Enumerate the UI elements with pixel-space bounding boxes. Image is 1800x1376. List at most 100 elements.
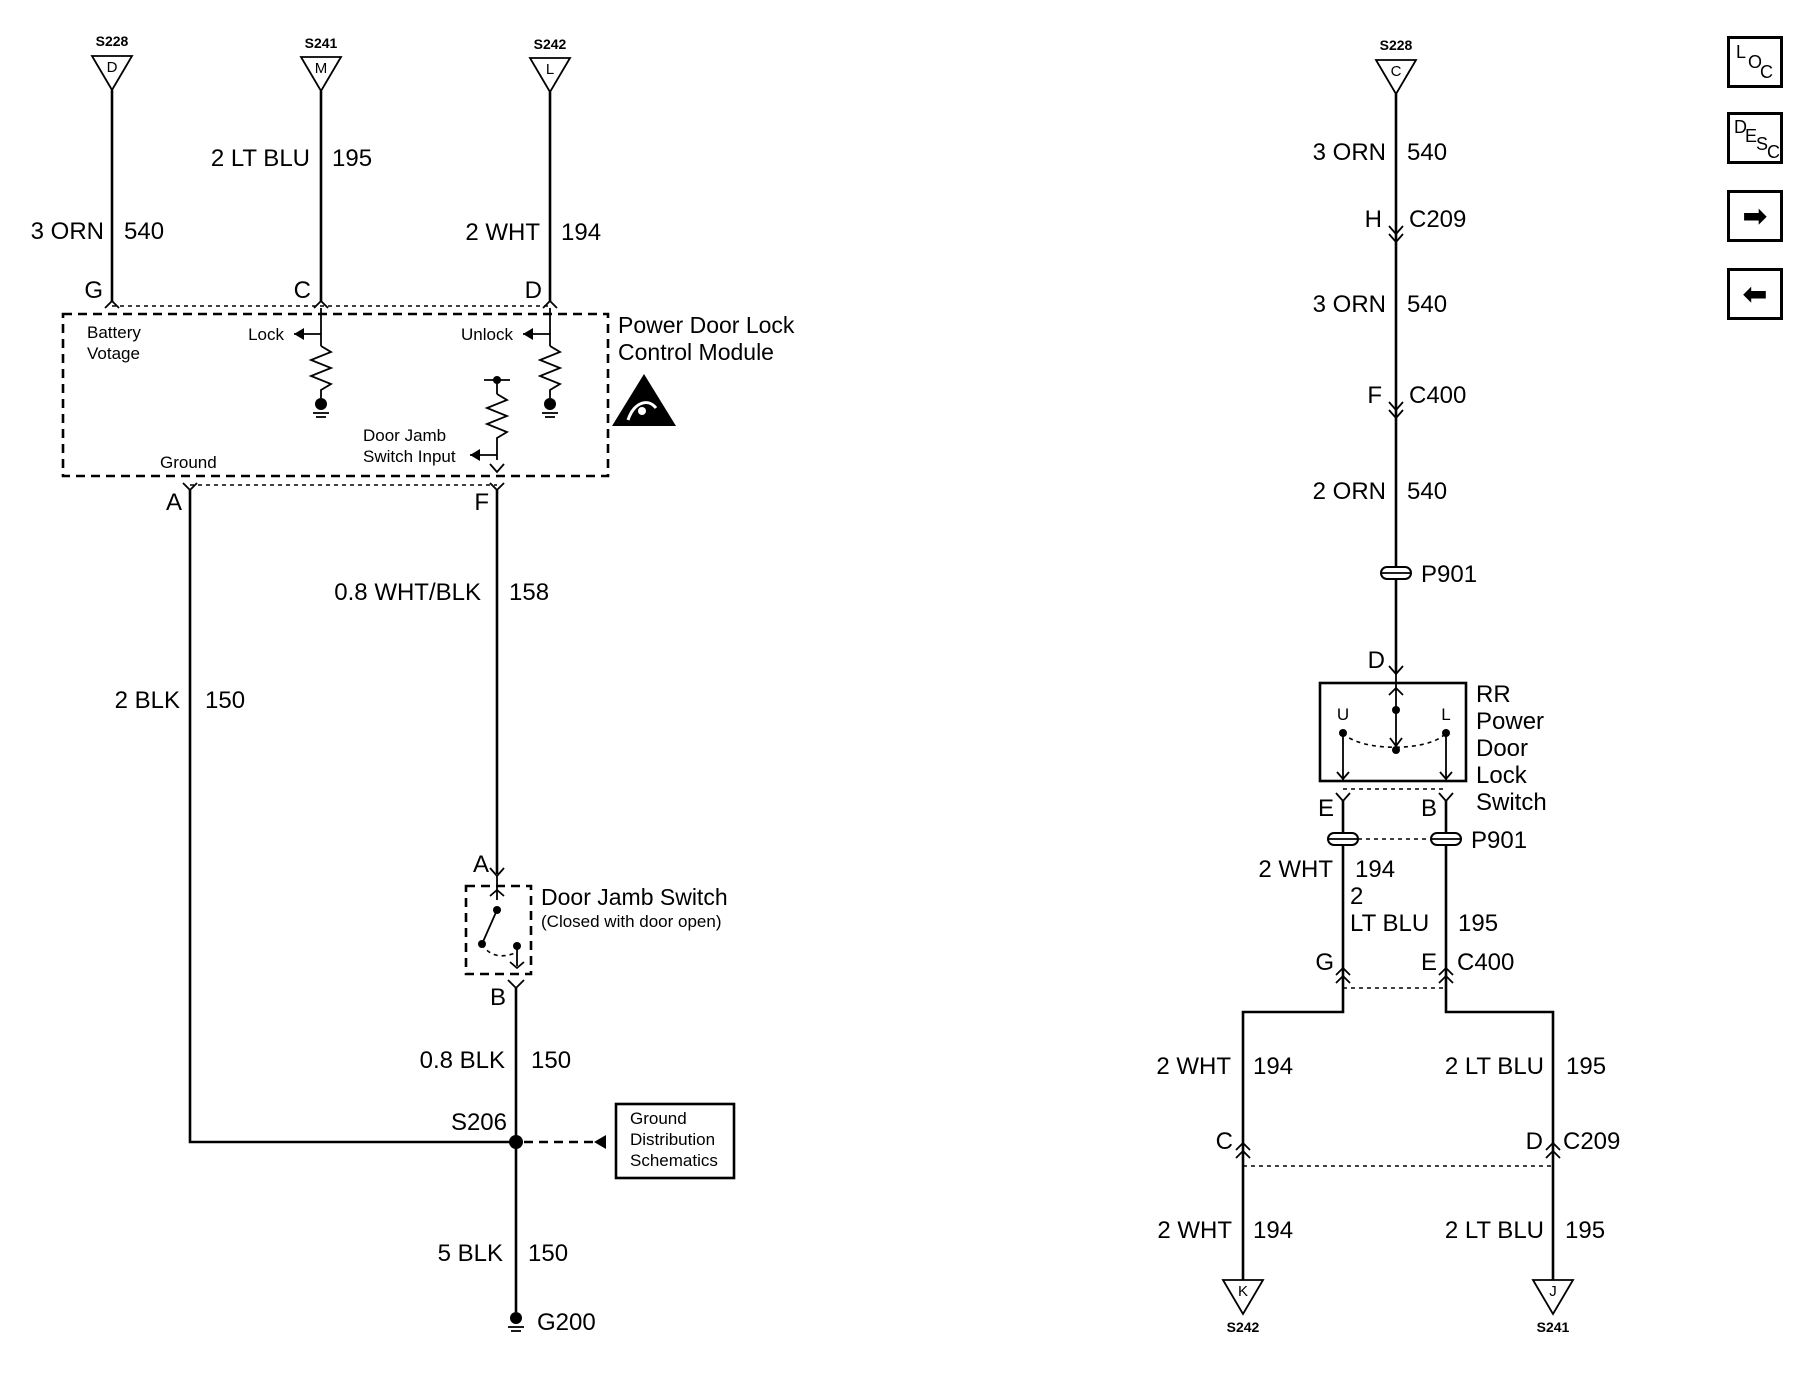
svg-text:Ground: Ground <box>630 1109 687 1128</box>
r-switch-pin-e: E <box>1318 795 1334 822</box>
ground-label: Ground <box>160 453 217 472</box>
splice-s242-l: S242 L <box>528 36 572 94</box>
jamb-pin-a: A <box>473 851 489 878</box>
wire-158-circuit: 158 <box>509 579 549 606</box>
r-conn1-pin: H <box>1365 206 1382 233</box>
r-wire1-circuit: 540 <box>1407 139 1447 166</box>
pin-c: C <box>294 277 311 304</box>
r-conn6-pin-right: D <box>1526 1128 1543 1155</box>
unlock-output-label: Unlock <box>461 325 513 344</box>
splice-s228-c: S228 C <box>1374 37 1418 96</box>
arrow-right-icon: ➡ <box>1742 198 1768 234</box>
ground-distribution-schematics <box>614 1102 736 1180</box>
jamb-switch-subtitle: (Closed with door open) <box>541 912 721 931</box>
svg-text:J: J <box>1549 1283 1557 1300</box>
wire-150-short-size: 0.8 BLK <box>420 1047 505 1074</box>
connector-p901-bottom <box>1327 832 1462 846</box>
r-conn2-name: C400 <box>1409 382 1466 409</box>
r-wire195b-size: 2 LT BLU <box>1445 1053 1544 1080</box>
lock-output-label: Lock <box>248 325 284 344</box>
r-conn4-name: P901 <box>1471 827 1527 854</box>
r-wire1-size: 3 ORN <box>1313 139 1386 166</box>
door-jamb-switch <box>464 884 533 976</box>
r-conn5-pin-right: E <box>1421 949 1437 976</box>
battery-voltage-label-line2: Votage <box>87 344 140 363</box>
r-conn6-pin-left: C <box>1216 1128 1233 1155</box>
r-wire195c-size: 2 LT BLU <box>1445 1217 1544 1244</box>
wire-194-right <box>1241 801 1345 1280</box>
r-wire3-size: 2 ORN <box>1313 478 1386 505</box>
svg-text:Schematics: Schematics <box>630 1151 718 1170</box>
switch-title-line5: Switch <box>1476 789 1547 816</box>
module-title-line2: Control Module <box>618 339 774 365</box>
svg-text:M: M <box>315 60 328 77</box>
next-page-button[interactable]: ➡ <box>1727 190 1783 242</box>
jamb-input-label-line1: Door Jamb <box>363 426 446 445</box>
jamb-input-label-line2: Switch Input <box>363 447 456 466</box>
wire-540-size: 3 ORN <box>31 218 104 245</box>
r-wire194a-size: 2 WHT <box>1258 856 1333 883</box>
wire-150-ground-size: 5 BLK <box>438 1240 503 1267</box>
r-conn2-pin: F <box>1367 382 1382 409</box>
svg-text:S241: S241 <box>305 35 338 51</box>
r-switch-pin-b: B <box>1421 795 1437 822</box>
wire-195-right <box>1444 801 1555 1280</box>
wire-150-long-circuit: 150 <box>205 687 245 714</box>
splice-s242-k: K S242 <box>1221 1279 1265 1335</box>
svg-text:K: K <box>1238 1283 1248 1300</box>
previous-page-button[interactable]: ⬅ <box>1727 268 1783 320</box>
r-wire194c-size: 2 WHT <box>1157 1217 1232 1244</box>
wire-195-circuit: 195 <box>332 145 372 172</box>
r-wire194b-size: 2 WHT <box>1156 1053 1231 1080</box>
r-wire195a-circuit: 195 <box>1458 910 1498 937</box>
pin-d: D <box>525 277 542 304</box>
r-conn5-pin-left: G <box>1315 949 1334 976</box>
svg-text:S228: S228 <box>96 33 129 49</box>
location-button[interactable]: L O C <box>1727 36 1783 88</box>
rr-power-door-lock-switch <box>1318 681 1468 783</box>
switch-title-line2: Power <box>1476 708 1544 735</box>
r-conn6-name: C209 <box>1563 1128 1620 1155</box>
battery-voltage-label-line1: Battery <box>87 323 141 342</box>
wire-540-circuit: 540 <box>124 218 164 245</box>
r-conn1-name: C209 <box>1409 206 1466 233</box>
r-wire195c-circuit: 195 <box>1565 1217 1605 1244</box>
svg-text:S242: S242 <box>1227 1319 1260 1335</box>
svg-text:C: C <box>1391 63 1402 80</box>
jamb-switch-title: Door Jamb Switch <box>541 884 728 910</box>
description-button[interactable]: D E S C <box>1727 112 1783 164</box>
splice-s206-label: S206 <box>451 1109 507 1136</box>
r-wire2-circuit: 540 <box>1407 291 1447 318</box>
wire-195-size: 2 LT BLU <box>211 145 310 172</box>
r-conn3-name: P901 <box>1421 561 1477 588</box>
r-wire194a-circuit: 194 <box>1355 856 1395 883</box>
r-conn5-name: C400 <box>1457 949 1514 976</box>
power-door-lock-control-module <box>61 312 610 478</box>
pin-f: F <box>474 489 489 516</box>
splice-s228-d: S228 D <box>90 33 134 92</box>
ground-g200-label: G200 <box>537 1309 596 1336</box>
switch-title-line4: Lock <box>1476 762 1528 789</box>
wire-150-short-circuit: 150 <box>531 1047 571 1074</box>
svg-text:L: L <box>546 61 554 78</box>
switch-l-label: L <box>1441 705 1450 724</box>
switch-u-label: U <box>1337 705 1349 724</box>
switch-title-line1: RR <box>1476 681 1511 708</box>
svg-text:S242: S242 <box>534 36 567 52</box>
wire-194-circuit: 194 <box>561 219 601 246</box>
svg-text:S241: S241 <box>1537 1319 1570 1335</box>
pin-g: G <box>84 277 103 304</box>
wire-158-size: 0.8 WHT/BLK <box>334 579 481 606</box>
switch-title-line3: Door <box>1476 735 1528 762</box>
r-wire195a-size2: LT BLU <box>1350 910 1429 937</box>
arrow-left-icon: ⬅ <box>1742 276 1768 312</box>
connector-p901-top <box>1380 566 1412 580</box>
pin-a: A <box>166 489 182 516</box>
svg-text:D: D <box>107 59 118 76</box>
wire-150-long-size: 2 BLK <box>115 687 180 714</box>
r-wire194c-circuit: 194 <box>1253 1217 1293 1244</box>
svg-text:S228: S228 <box>1380 37 1413 53</box>
ground-g200-icon <box>508 1312 524 1332</box>
wire-150-long <box>188 490 516 1144</box>
